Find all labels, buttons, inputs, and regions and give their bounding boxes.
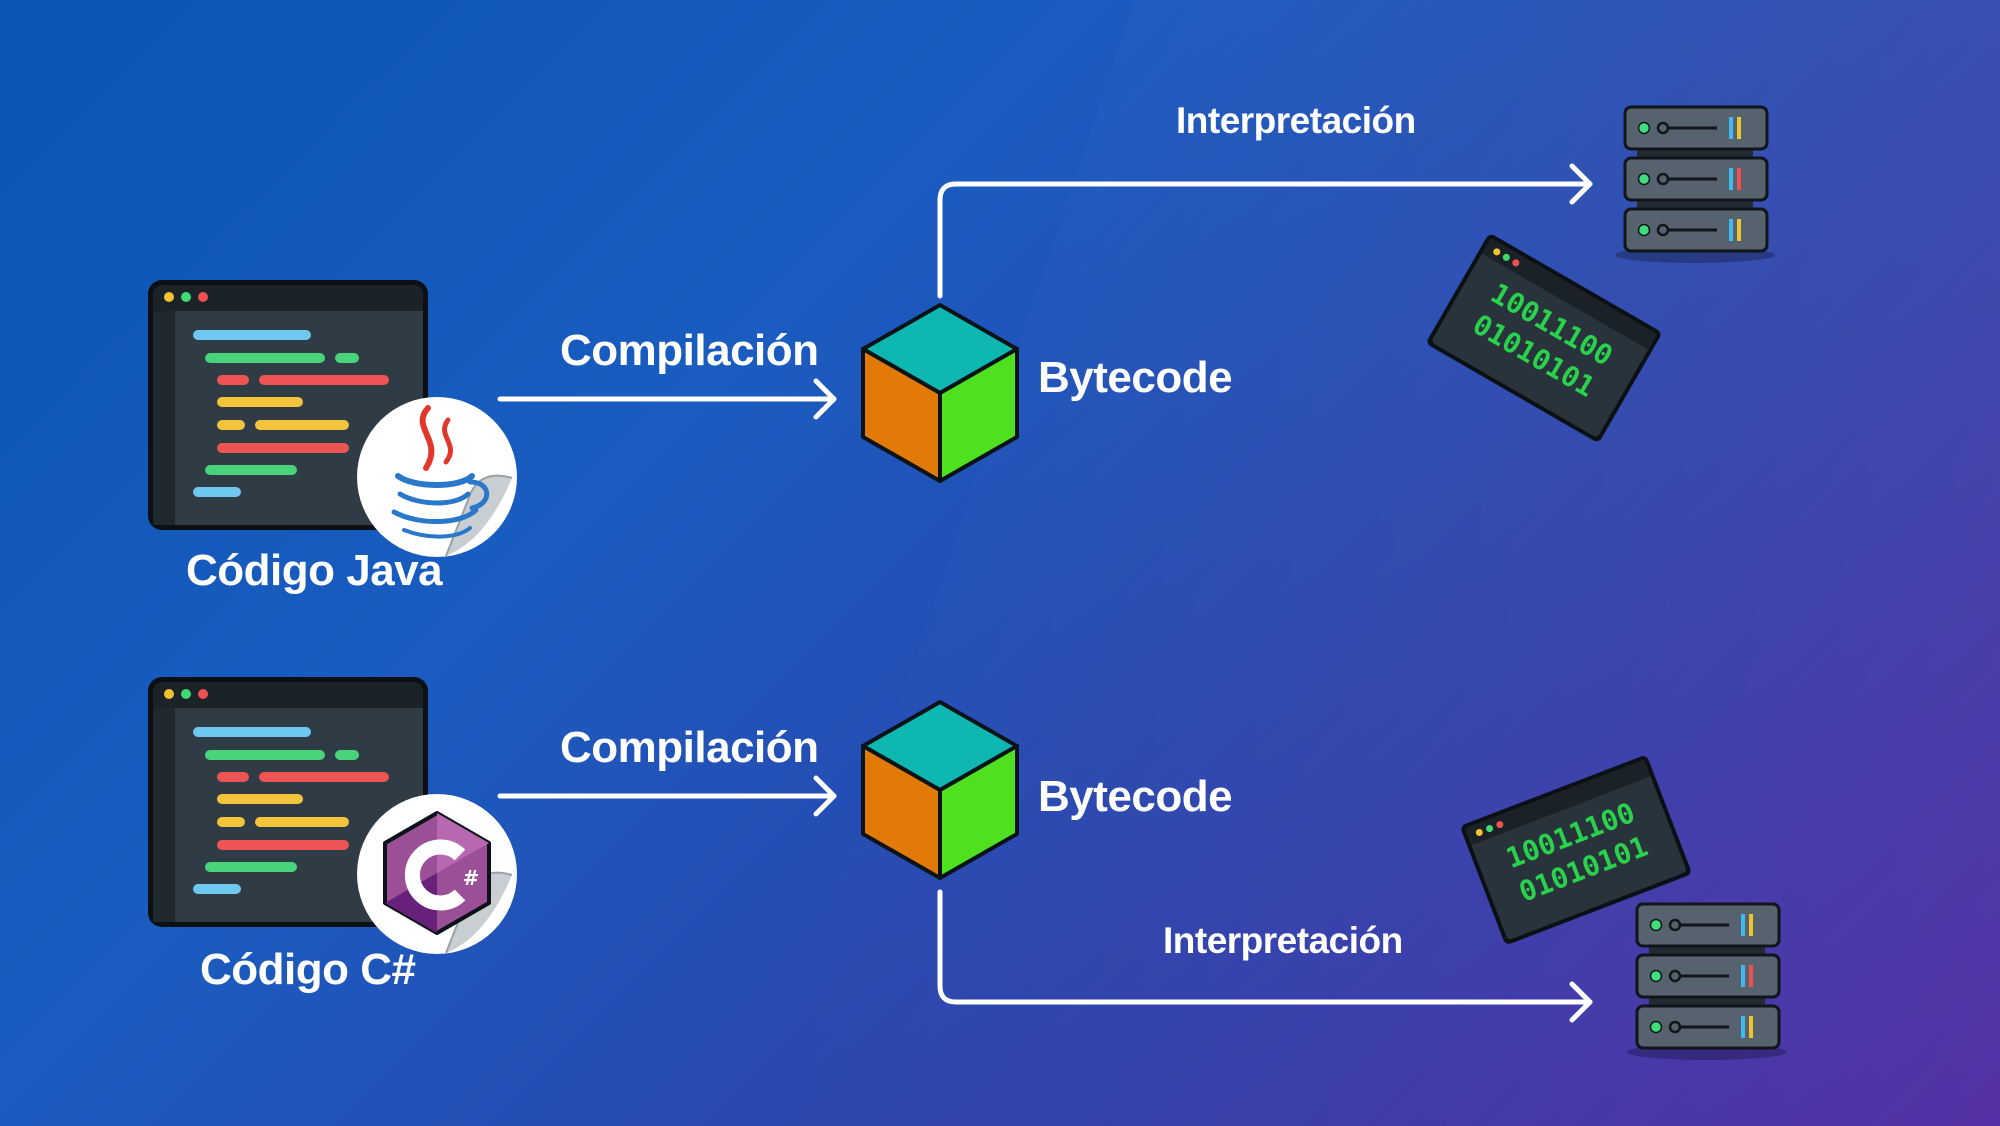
bytecode-label-top: Bytecode xyxy=(1038,353,1233,402)
interpret-label-bottom: Interpretación xyxy=(1163,920,1403,961)
background-sheen xyxy=(760,0,2000,1126)
server-icon-bottom xyxy=(1625,902,1789,1062)
csharp-logo-icon: # xyxy=(357,794,517,954)
compile-label-bottom: Compilación xyxy=(560,723,819,772)
java-logo-icon xyxy=(357,397,517,557)
compile-arrow-top xyxy=(497,378,837,420)
compile-arrow-bottom xyxy=(497,775,837,817)
interpret-label-top: Interpretación xyxy=(1176,100,1416,141)
compile-label-top: Compilación xyxy=(560,326,819,375)
interpret-arrow-bottom xyxy=(937,889,1593,1023)
server-icon-top xyxy=(1613,105,1777,265)
csharp-code-label: Código C# xyxy=(200,945,416,994)
java-code-label: Código Java xyxy=(186,546,443,595)
svg-text:#: # xyxy=(463,866,480,890)
bytecode-label-bottom: Bytecode xyxy=(1038,772,1233,821)
interpret-arrow-top xyxy=(937,163,1593,299)
binary-window-icon-bottom: 10011100 01010101 xyxy=(1459,754,1693,946)
